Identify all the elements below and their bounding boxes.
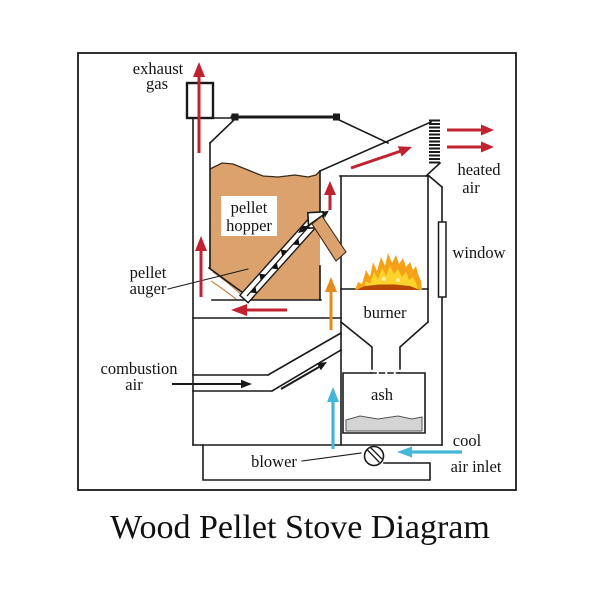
hopper-roof-slope [208, 116, 238, 145]
convection-diagonal-arrow [350, 146, 412, 170]
pellet-drop-chute [311, 215, 347, 262]
pellet-auger-label-line1: pellet [130, 263, 167, 282]
burner-label: burner [363, 303, 407, 322]
cool-air-up-arrow [327, 387, 339, 449]
pellet-auger-label-line2: auger [130, 279, 167, 298]
ash-label: ash [371, 385, 394, 404]
flue-up-arrow [195, 236, 207, 297]
combustion-air-label-line1: combustion [101, 359, 178, 378]
convection-top-diagonal [318, 120, 433, 173]
cool-air-label-line2: air inlet [451, 457, 502, 476]
auger-callout-line [167, 268, 249, 290]
heated-air-label-line2: air [462, 178, 480, 197]
funnel-left [339, 320, 373, 370]
channel-up-arrow [324, 181, 336, 210]
ash-pile [345, 415, 423, 432]
pellet-hopper-label-line1: pellet [231, 198, 268, 217]
cool-air-label-line1: cool [453, 431, 482, 450]
chute-roof-diagonal [335, 117, 390, 145]
funnel-right [399, 320, 430, 370]
flue-left-arrow [231, 304, 287, 316]
combustion-air-duct [192, 331, 343, 393]
ash-box-walls [342, 372, 426, 434]
lid-cap-left [231, 113, 239, 121]
ash-box [342, 372, 426, 434]
blower-fan-blades [366, 447, 383, 463]
blower-callout-line [301, 452, 362, 462]
window-glass [437, 221, 447, 298]
base-pedestal [202, 444, 431, 481]
hot-air-up-arrow [325, 277, 337, 330]
heat-exchanger-coil [429, 119, 440, 164]
coil-bottom-diagonal [424, 161, 442, 178]
exhaust-gas-label-line1: exhaust [133, 59, 184, 78]
combustion-air-label-line2: air [125, 375, 143, 394]
right-shoulder-line [427, 174, 444, 189]
cool-air-inlet-arrow [397, 446, 462, 458]
auger-shaft [246, 222, 313, 297]
diagram-title: Wood Pellet Stove Diagram [110, 509, 490, 546]
cool-air-arrows [327, 387, 462, 458]
heated-air-label-line1: heated [457, 160, 501, 179]
burner-flame [355, 253, 422, 290]
heated-air-arrow-1 [447, 124, 494, 136]
window-label: window [452, 243, 505, 262]
heated-air-arrow-2 [447, 141, 494, 153]
exhaust-gas-label-line2: gas [146, 74, 168, 93]
lid-cap-right [333, 113, 340, 121]
exhaust-flow-arrows [193, 62, 494, 316]
exhaust-gas-up-arrow [193, 62, 205, 153]
blower [363, 445, 385, 467]
pellet-surface-line [209, 162, 321, 178]
blower-label: blower [251, 452, 297, 471]
hopper-label-box [221, 196, 277, 236]
combustion-air-duct-arrow [280, 362, 327, 390]
pellet-hopper-label-line2: hopper [226, 216, 272, 235]
combustion-air-in-arrow [172, 379, 252, 389]
combustion-air-arrows [172, 362, 327, 390]
pellet-texture-line [210, 280, 237, 300]
pellet-auger [238, 210, 347, 304]
